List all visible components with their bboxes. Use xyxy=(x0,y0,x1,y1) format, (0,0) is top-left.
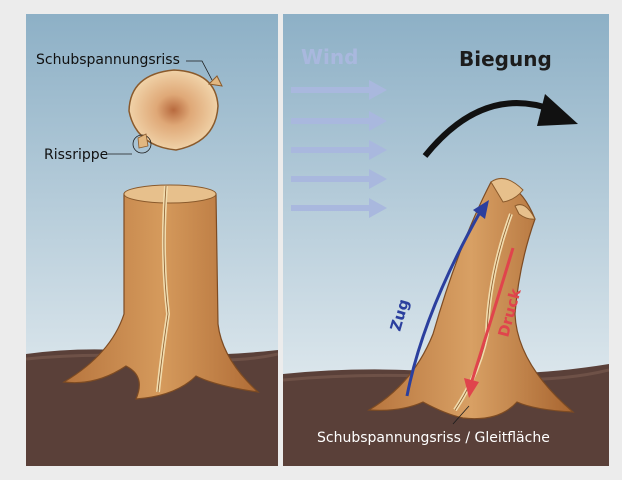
label-wind: Wind xyxy=(301,45,358,69)
right-panel: Wind Biegung Zug Druck Schubspan xyxy=(283,14,609,466)
stump-illustration: Schubspannungsriss Rissrippe xyxy=(26,14,278,466)
label-bending: Biegung xyxy=(459,47,552,71)
bending-illustration: Wind Biegung Zug Druck Schubspan xyxy=(283,14,609,466)
label-bottom-slip-plane: Schubspannungsriss / Gleitfläche xyxy=(317,430,550,446)
label-shear-crack: Schubspannungsriss xyxy=(36,52,180,68)
left-panel: Schubspannungsriss Rissrippe xyxy=(26,14,278,466)
label-crack-rib: Rissrippe xyxy=(44,147,108,163)
